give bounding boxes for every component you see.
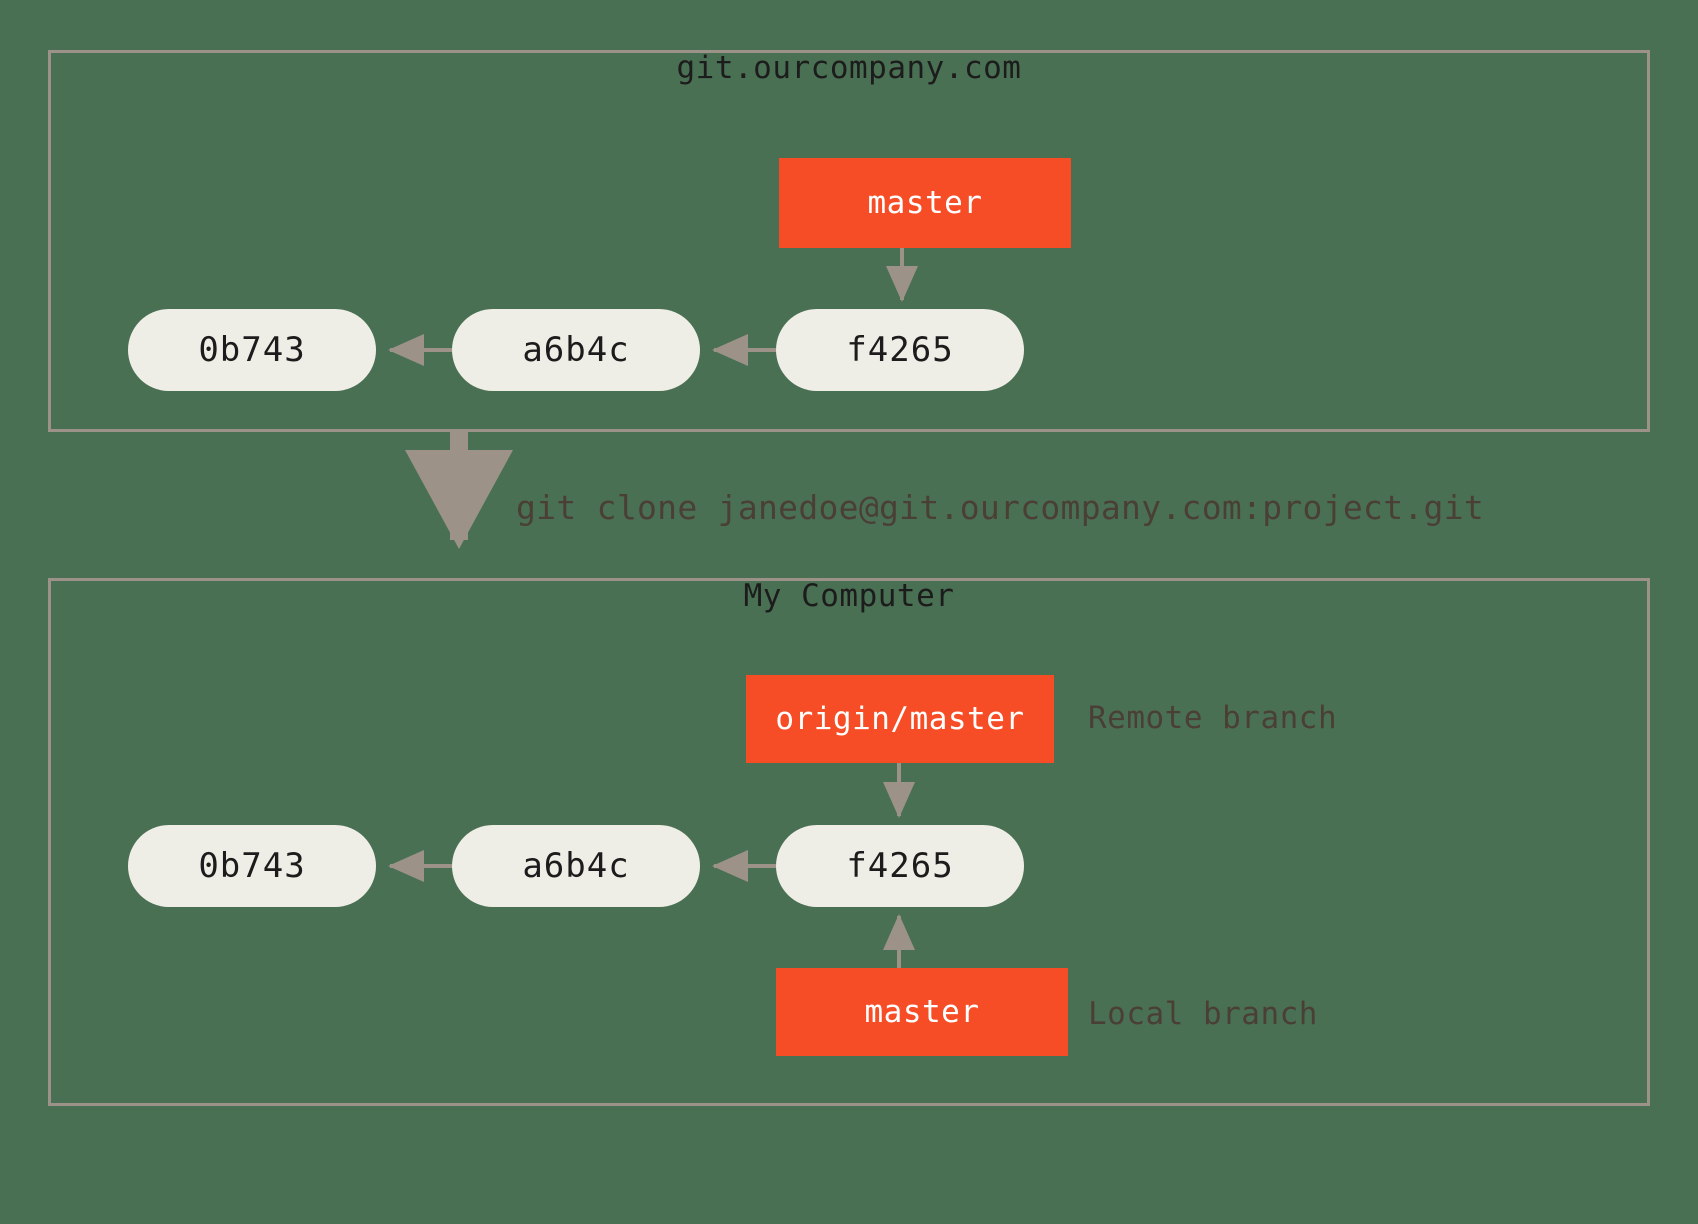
server-panel-title: git.ourcompany.com xyxy=(676,50,1022,86)
server-commit-f4265[interactable]: f4265 xyxy=(776,309,1024,391)
local-panel-title: My Computer xyxy=(743,578,955,614)
local-commit-f4265[interactable]: f4265 xyxy=(776,825,1024,907)
local-commit-0b743[interactable]: 0b743 xyxy=(128,825,376,907)
local-branch-annotation: Local branch xyxy=(1088,996,1318,1032)
local-branch-master[interactable]: master xyxy=(776,968,1068,1056)
local-branch-origin-master[interactable]: origin/master xyxy=(746,675,1054,763)
server-branch-master[interactable]: master xyxy=(779,158,1071,248)
server-panel xyxy=(48,50,1650,432)
remote-branch-annotation: Remote branch xyxy=(1088,700,1338,736)
git-clone-command: git clone janedoe@git.ourcompany.com:pro… xyxy=(516,488,1485,527)
server-commit-0b743[interactable]: 0b743 xyxy=(128,309,376,391)
local-panel xyxy=(48,578,1650,1106)
local-commit-a6b4c[interactable]: a6b4c xyxy=(452,825,700,907)
server-commit-a6b4c[interactable]: a6b4c xyxy=(452,309,700,391)
